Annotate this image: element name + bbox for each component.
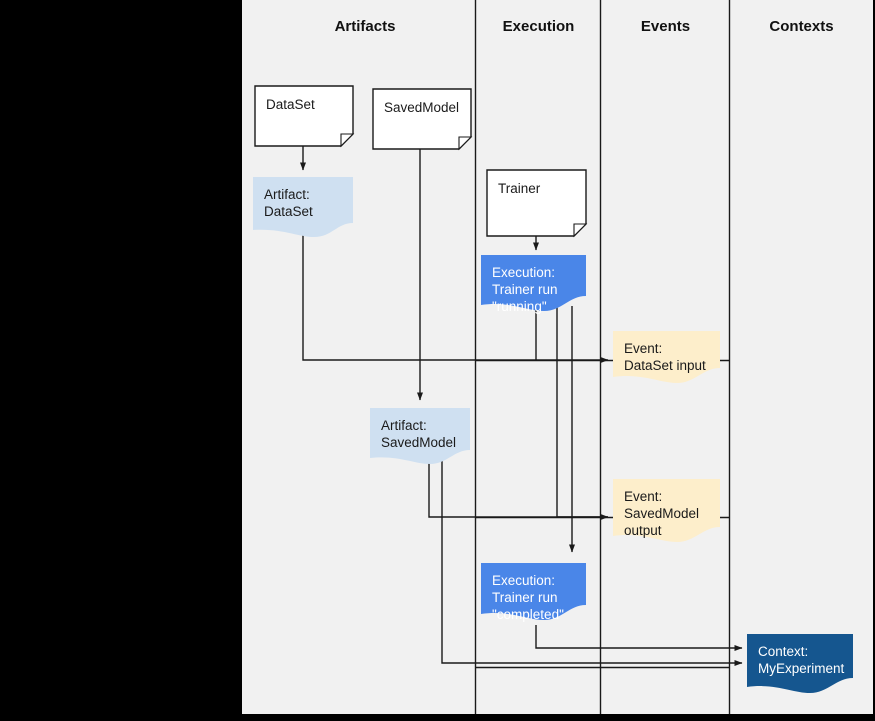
node-savedmodel-doc[interactable]: SavedModel bbox=[373, 89, 471, 149]
diagram-canvas: Artifacts Execution Events Contexts Data… bbox=[242, 0, 873, 714]
node-artifact-savedmodel-label: Artifact: SavedModel bbox=[381, 418, 457, 450]
node-event-savedmodel-output-label: Event: SavedModel output bbox=[624, 489, 700, 538]
edge-execution-completed-to-context bbox=[535, 625, 743, 651]
edge-artifact-savedmodel-to-event-savedmodel-output bbox=[428, 458, 608, 518]
node-artifact-dataset[interactable]: Artifact: DataSet bbox=[253, 177, 353, 237]
node-execution-completed-label: Execution: Trainer run "completed" bbox=[492, 573, 564, 622]
node-event-dataset-input-label: Event: DataSet input bbox=[624, 341, 706, 373]
node-dataset-doc[interactable]: DataSet bbox=[255, 86, 353, 146]
lane-header-contexts: Contexts bbox=[769, 18, 834, 35]
node-execution-completed[interactable]: Execution: Trainer run "completed" bbox=[481, 563, 586, 622]
lane-header-execution: Execution bbox=[502, 18, 575, 35]
node-event-savedmodel-output[interactable]: Event: SavedModel output bbox=[613, 479, 720, 542]
node-trainer-doc-label: Trainer bbox=[498, 181, 541, 196]
lane-header-artifacts: Artifacts bbox=[334, 18, 396, 35]
node-event-dataset-input[interactable]: Event: DataSet input bbox=[613, 331, 720, 383]
node-execution-running-label: Execution: Trainer run "running" bbox=[492, 265, 558, 314]
lane-header-events: Events bbox=[640, 18, 691, 35]
node-savedmodel-doc-label: SavedModel bbox=[384, 100, 460, 115]
edge-execution-running-to-event-savedmodel-output bbox=[556, 306, 609, 520]
node-artifact-dataset-label: Artifact: DataSet bbox=[264, 187, 313, 219]
node-artifact-savedmodel[interactable]: Artifact: SavedModel bbox=[370, 408, 470, 464]
node-context-myexperiment-label: Context: MyExperiment bbox=[758, 644, 845, 676]
node-execution-running[interactable]: Execution: Trainer run "running" bbox=[481, 255, 586, 314]
node-trainer-doc[interactable]: Trainer bbox=[487, 170, 586, 236]
node-dataset-doc-label: DataSet bbox=[266, 97, 315, 112]
node-context-myexperiment[interactable]: Context: MyExperiment bbox=[747, 634, 853, 693]
